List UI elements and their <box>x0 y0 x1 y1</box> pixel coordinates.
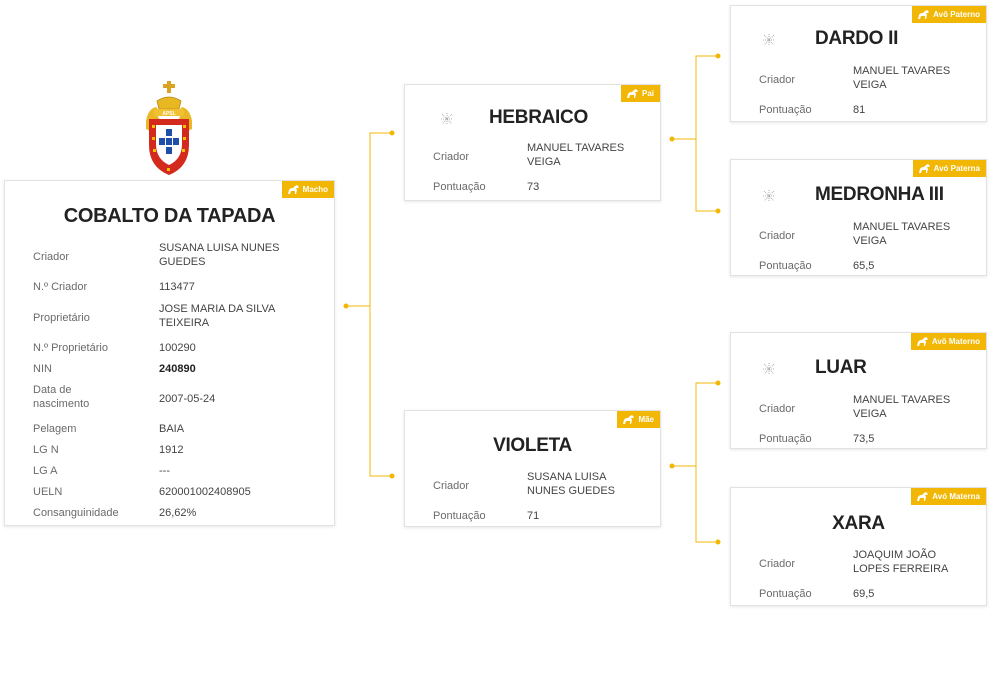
field-label: Criador <box>33 251 70 263</box>
breeder-label: Criador <box>759 403 796 415</box>
horse-icon <box>287 184 299 194</box>
field-label: UELN <box>33 486 63 498</box>
emblem-text: APSL <box>162 111 175 117</box>
maternal-grandmother-card[interactable]: Avó Materna XARA Criador JOAQUIM JOÃO LO… <box>730 487 987 606</box>
field-label: Proprietário <box>33 312 90 324</box>
horse-name: HEBRAICO <box>489 107 588 128</box>
breeder-label: Criador <box>759 74 796 86</box>
breeder-label: Criador <box>759 558 796 570</box>
field-value: SUSANA LUISA NUNES GUEDES <box>159 242 280 268</box>
relation-badge: Avô Materno <box>910 333 986 350</box>
field-value: 100290 <box>159 342 196 354</box>
breeder-value: MANUEL TAVARES VEIGA <box>853 394 951 420</box>
badge-label: Avó Paterna <box>933 164 980 173</box>
breeder-value: SUSANA LUISA NUNES GUEDES <box>527 471 616 497</box>
score-label: Pontuação <box>433 181 486 193</box>
score-value: 65,5 <box>853 260 875 272</box>
score-value: 81 <box>853 104 866 116</box>
field-label: Data de nascimento <box>33 384 90 410</box>
badge-label: Macho <box>302 185 328 194</box>
badge-label: Pai <box>641 89 654 98</box>
horse-name: MEDRONHA III <box>815 184 944 205</box>
badge-label: Avô Materno <box>931 337 980 346</box>
horse-name: DARDO II <box>815 28 899 49</box>
score-label: Pontuação <box>759 260 812 272</box>
paternal-grandmother-card[interactable]: Avó Paterna MEDRONHA III Criador MANUEL … <box>730 159 987 276</box>
relation-badge: Avô Paterno <box>912 6 986 23</box>
horse-name: COBALTO DA TAPADA <box>63 205 276 227</box>
field-label: LG A <box>33 465 58 477</box>
main-horse-card[interactable]: Macho COBALTO DA TAPADA Criador SUSANA L… <box>4 180 335 526</box>
breeder-value: MANUEL TAVARES VEIGA <box>853 65 951 91</box>
field-value: 1912 <box>159 444 184 456</box>
score-label: Pontuação <box>759 588 812 600</box>
relation-badge: Avó Materna <box>911 488 986 505</box>
field-value: 2007-05-24 <box>159 393 216 405</box>
field-value: JOSE MARIA DA SILVA TEIXEIRA <box>159 303 275 329</box>
breeder-label: Criador <box>433 480 470 492</box>
score-value: 69,5 <box>853 588 875 600</box>
horse-icon <box>626 88 638 98</box>
breeder-label: Criador <box>433 151 470 163</box>
score-value: 73,5 <box>853 433 875 445</box>
maternal-grandfather-card[interactable]: Avô Materno LUAR Criador MANUEL TAVARES … <box>730 332 987 449</box>
score-value: 73 <box>527 181 540 193</box>
relation-badge: Mãe <box>617 411 660 428</box>
breeder-value: JOAQUIM JOÃO LOPES FERREIRA <box>853 549 949 575</box>
horse-icon <box>916 336 928 346</box>
pattern-icon <box>763 190 775 202</box>
field-label: LG N <box>33 444 59 456</box>
field-value: 620001002408905 <box>159 486 251 498</box>
field-label: NIN <box>33 363 52 375</box>
score-value: 71 <box>527 510 540 522</box>
score-label: Pontuação <box>433 510 486 522</box>
pattern-icon <box>763 363 775 375</box>
field-label: N.º Proprietário <box>33 342 108 354</box>
relation-badge: Avó Paterna <box>912 160 986 177</box>
pattern-icon <box>763 34 775 46</box>
coat-of-arms-emblem: APSL <box>146 81 192 175</box>
gender-badge: Macho <box>281 181 334 198</box>
relation-badge: Pai <box>620 85 660 102</box>
field-label: Pelagem <box>33 423 77 435</box>
breeder-label: Criador <box>759 230 796 242</box>
field-value: 113477 <box>159 281 195 293</box>
breeder-value: MANUEL TAVARES VEIGA <box>527 142 625 168</box>
horse-icon <box>917 491 929 501</box>
mother-card[interactable]: Mãe VIOLETA Criador SUSANA LUISA NUNES G… <box>404 410 661 527</box>
horse-name: XARA <box>832 513 885 534</box>
badge-label: Avó Materna <box>932 492 980 501</box>
paternal-grandfather-card[interactable]: Avô Paterno DARDO II Criador MANUEL TAVA… <box>730 5 987 122</box>
badge-label: Avô Paterno <box>933 10 980 19</box>
field-label: N.º Criador <box>33 281 88 293</box>
pattern-icon <box>441 113 453 125</box>
field-value: --- <box>159 465 170 477</box>
horse-icon <box>918 9 930 19</box>
father-card[interactable]: Pai HEBRAICO Criador MANUEL TAVARES VEIG… <box>404 84 661 201</box>
horse-icon <box>918 163 930 173</box>
breeder-value: MANUEL TAVARES VEIGA <box>853 221 951 247</box>
horse-name: LUAR <box>815 357 867 378</box>
horse-name: VIOLETA <box>493 435 572 456</box>
score-label: Pontuação <box>759 433 812 445</box>
horse-icon <box>623 414 635 424</box>
badge-label: Mãe <box>638 415 654 424</box>
field-value: BAIA <box>159 423 185 435</box>
field-label: Consanguinidade <box>33 507 119 519</box>
score-label: Pontuação <box>759 104 812 116</box>
nin-value: 240890 <box>159 363 196 375</box>
field-value: 26,62% <box>159 507 197 519</box>
